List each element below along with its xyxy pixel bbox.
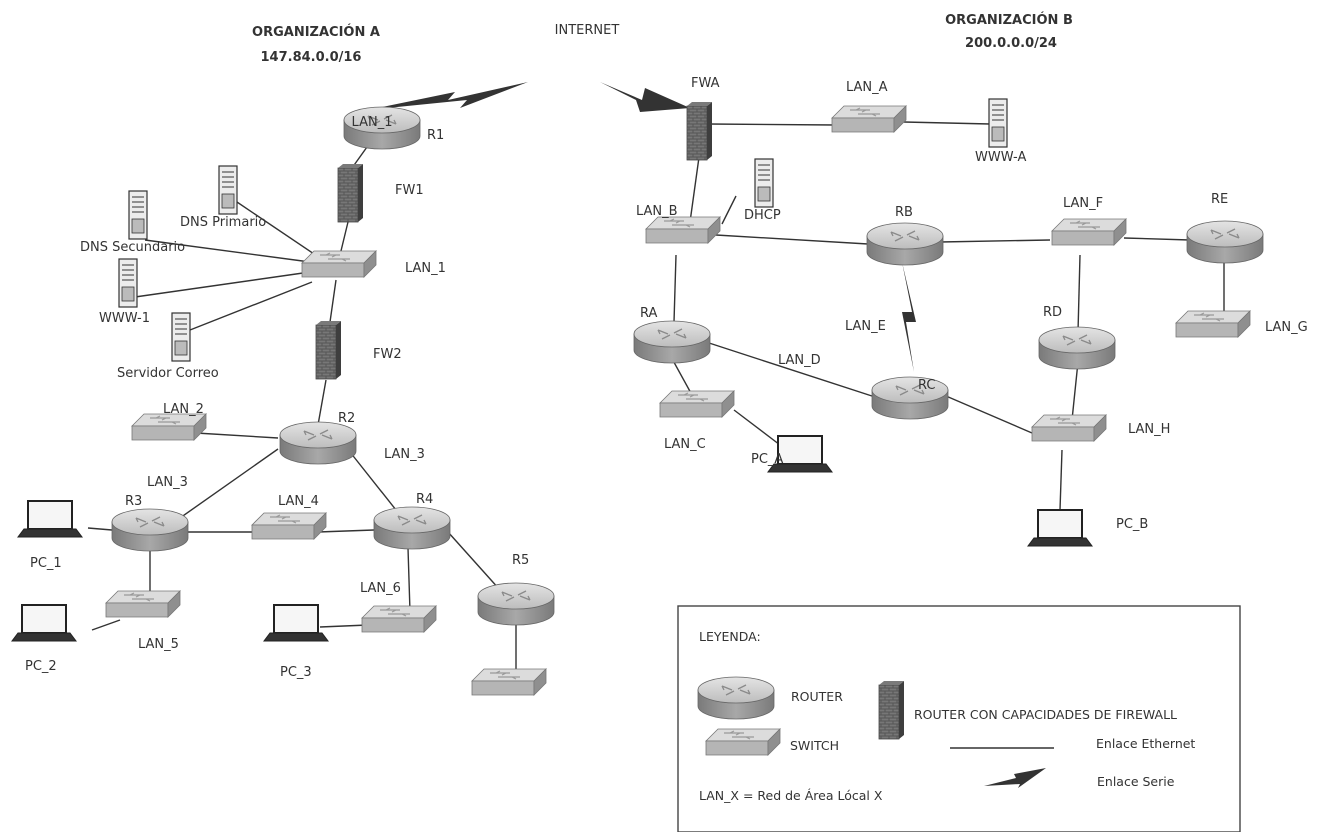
lan-b-label: LAN_B xyxy=(636,204,678,219)
legend-router-label: ROUTER xyxy=(791,689,843,704)
lan-a-label: LAN_A xyxy=(846,80,888,95)
switch-lan-g[interactable] xyxy=(1175,310,1251,338)
org-b-network: 200.0.0.0/24 xyxy=(965,36,1057,51)
org-b-title: ORGANIZACIÓN B xyxy=(945,12,1073,28)
re-label: RE xyxy=(1211,192,1228,207)
servidor-correo-label: Servidor Correo xyxy=(117,366,219,381)
router-ra[interactable] xyxy=(633,320,711,364)
router-r2[interactable] xyxy=(279,421,357,465)
pc-a-label: PC_A xyxy=(751,452,783,467)
rb-label: RB xyxy=(895,205,913,220)
legend-lan-note: LAN_X = Red de Área Lócal X xyxy=(699,788,883,803)
switch-lan-c[interactable] xyxy=(659,390,735,418)
r2-label: R2 xyxy=(338,411,355,426)
fw1-label: FW1 xyxy=(395,183,424,198)
dns-secundario-label: DNS Secundario xyxy=(80,240,185,255)
r1-lan-label: LAN_1 xyxy=(352,115,393,130)
lan-3-label-right: LAN_3 xyxy=(384,447,425,462)
legend-ethernet-label: Enlace Ethernet xyxy=(1096,736,1195,751)
lan-2-label: LAN_2 xyxy=(163,402,204,417)
rd-label: RD xyxy=(1043,305,1062,320)
server-www-1-icon[interactable] xyxy=(118,258,138,308)
laptop-pc-3-icon[interactable] xyxy=(263,604,329,642)
switch-lan-f[interactable] xyxy=(1051,218,1127,246)
org-a-title: ORGANIZACIÓN A xyxy=(252,24,380,40)
pc-3-label: PC_3 xyxy=(280,665,312,680)
lan-6-label: LAN_6 xyxy=(360,581,401,596)
r4-label: R4 xyxy=(416,492,433,507)
pc-2-label: PC_2 xyxy=(25,659,57,674)
router-r4[interactable] xyxy=(373,506,451,550)
router-re[interactable] xyxy=(1186,220,1264,264)
switch-lan-2[interactable] xyxy=(131,413,207,441)
fwa-label: FWA xyxy=(691,76,720,91)
lan-g-label: LAN_G xyxy=(1265,320,1308,335)
ethernet-links xyxy=(87,121,1225,678)
server-dns-primario-icon[interactable] xyxy=(218,165,238,215)
lan-1-label: LAN_1 xyxy=(405,261,446,276)
switch-lan-5[interactable] xyxy=(105,590,181,618)
ra-label: RA xyxy=(640,306,658,321)
r3-label: R3 xyxy=(125,494,142,509)
firewall-fw2[interactable] xyxy=(315,320,342,380)
dns-primario-label: DNS Primario xyxy=(180,215,266,230)
router-rc[interactable] xyxy=(871,376,949,420)
org-a-network: 147.84.0.0/16 xyxy=(261,50,362,65)
legend-title: LEYENDA: xyxy=(699,629,761,644)
dhcp-label: DHCP xyxy=(744,208,781,223)
lan-e-label: LAN_E xyxy=(845,319,886,334)
r1-label: R1 xyxy=(427,128,444,143)
switch-lan-b[interactable] xyxy=(645,216,721,244)
legend-switch-label: SWITCH xyxy=(790,738,839,753)
internet-label: INTERNET xyxy=(555,23,620,38)
pc-1-label: PC_1 xyxy=(30,556,62,571)
server-dns-secundario-icon[interactable] xyxy=(128,190,148,240)
router-rb[interactable] xyxy=(866,222,944,266)
legend-router-icon xyxy=(697,676,775,720)
firewall-fw1[interactable] xyxy=(337,163,364,223)
pc-b-label: PC_B xyxy=(1116,517,1148,532)
switch-lan-1[interactable] xyxy=(301,250,377,278)
legend-firewall-label: ROUTER CON CAPACIDADES DE FIREWALL xyxy=(914,707,1177,722)
lan-3-label-left: LAN_3 xyxy=(147,475,188,490)
legend-box xyxy=(677,605,1241,832)
lan-f-label: LAN_F xyxy=(1063,196,1103,211)
server-dhcp-icon[interactable] xyxy=(754,158,774,208)
legend-serial-label: Enlace Serie xyxy=(1097,774,1175,789)
laptop-pc-2-icon[interactable] xyxy=(11,604,77,642)
firewall-fwa[interactable] xyxy=(686,101,713,161)
laptop-pc-1-icon[interactable] xyxy=(17,500,83,538)
legend-serial-icon xyxy=(984,768,1046,788)
serial-links xyxy=(368,82,916,372)
lan-c-label: LAN_C xyxy=(664,437,706,452)
legend-switch-icon xyxy=(705,728,781,756)
switch-lan-h[interactable] xyxy=(1031,414,1107,442)
router-r5[interactable] xyxy=(477,582,555,626)
router-r3[interactable] xyxy=(111,508,189,552)
www-a-label: WWW-A xyxy=(975,150,1026,165)
laptop-pc-b-icon[interactable] xyxy=(1027,509,1093,547)
server-correo-icon[interactable] xyxy=(171,312,191,362)
lan-h-label: LAN_H xyxy=(1128,422,1170,437)
legend: LEYENDA: ROUTER SWITCH ROUTER CON CAPACI… xyxy=(677,605,1241,832)
router-rd[interactable] xyxy=(1038,326,1116,370)
lan-5-label: LAN_5 xyxy=(138,637,179,652)
legend-firewall-icon xyxy=(878,680,905,740)
lan-4-label: LAN_4 xyxy=(278,494,319,509)
www-1-label: WWW-1 xyxy=(99,311,150,326)
switch-lan-a[interactable] xyxy=(831,105,907,133)
rc-label: RC xyxy=(918,378,935,393)
switch-lan-4[interactable] xyxy=(251,512,327,540)
server-www-a-icon[interactable] xyxy=(988,98,1008,148)
switch-r5-lan[interactable] xyxy=(471,668,547,696)
lan-d-label: LAN_D xyxy=(778,353,821,368)
r5-label: R5 xyxy=(512,553,529,568)
switch-lan-6[interactable] xyxy=(361,605,437,633)
fw2-label: FW2 xyxy=(373,347,402,362)
